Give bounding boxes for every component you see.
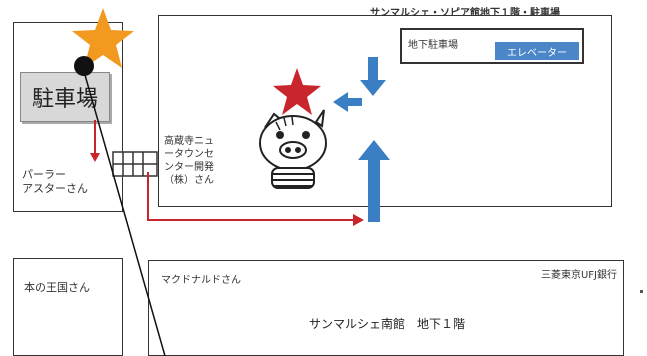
route-arrow-right-icon	[147, 172, 364, 226]
mcdonalds-label: マクドナルドさん	[161, 275, 241, 286]
stairs	[112, 151, 158, 177]
elevator-button[interactable]: エレベーター	[495, 42, 579, 60]
south-building-title: サンマルシェ南館 地下１階	[309, 317, 466, 331]
map-title: サンマルシェ・ソピア館地下１階・駐車場	[370, 8, 560, 19]
parlor-aster-label: パーラー アスターさん	[22, 168, 88, 195]
edge-dot	[640, 290, 643, 293]
book-kingdom-building: 本の王国さん	[13, 258, 123, 356]
red-star-icon	[273, 68, 321, 115]
book-kingdom-label: 本の王国さん	[24, 281, 90, 294]
blue-arrow-up-icon	[358, 140, 390, 222]
blue-arrow-left-icon	[333, 92, 362, 112]
parking-sign-label: 駐車場	[31, 87, 98, 112]
blue-arrow-down-icon	[360, 57, 386, 96]
south-building: マクドナルドさん 三菱東京UFJ銀行 サンマルシェ南館 地下１階	[148, 260, 624, 356]
elevator-label: エレベーター	[507, 47, 567, 59]
pointer-line	[82, 67, 166, 356]
parking-sign[interactable]: 駐車場	[20, 72, 110, 122]
star-icon	[72, 8, 134, 68]
route-arrow-down-icon	[90, 120, 100, 162]
mufg-bank-label: 三菱東京UFJ銀行	[540, 270, 617, 281]
underground-parking-inset: 地下駐車場 エレベーター	[400, 28, 584, 64]
kozoji-tenant-label: 高蔵寺ニュ ータウンセ ンター開発 （株）さん	[164, 136, 214, 186]
underground-parking-label: 地下駐車場	[408, 40, 458, 51]
location-dot-icon	[74, 56, 94, 76]
pig-mascot-icon	[259, 109, 327, 189]
